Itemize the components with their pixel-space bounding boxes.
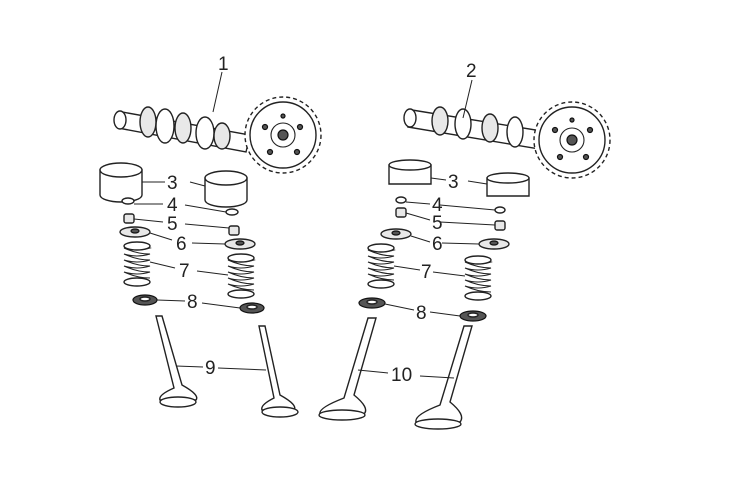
callout-5-right: 5 [432,213,443,234]
right-keepers [395,207,506,231]
left-retainers [119,226,256,250]
callout-3-right: 3 [448,172,459,193]
left-camshaft [113,96,322,174]
left-tappets [99,162,248,208]
right-camshaft [403,101,611,179]
right-valve-seals [358,297,487,322]
callout-7-right: 7 [421,262,432,283]
callout-6-right: 6 [432,234,443,255]
left-keepers [123,213,240,236]
left-springs [123,241,256,299]
callout-8-right: 8 [416,303,427,324]
right-valves [318,317,473,430]
right-retainers [380,228,510,250]
callout-1: 1 [218,54,229,75]
callout-8-left: 8 [187,292,198,313]
right-springs [367,243,493,301]
callout-4-right: 4 [432,195,443,216]
callout-10: 10 [391,365,412,386]
callout-5-left: 5 [167,214,178,235]
right-tappets [388,159,530,197]
callout-3-left: 3 [167,173,178,194]
callout-7-left: 7 [179,261,190,282]
left-shims [121,197,239,216]
callout-4-left: 4 [167,195,178,216]
left-valves [155,315,299,418]
callout-9: 9 [205,358,216,379]
right-shims [395,196,506,214]
leader-lines [133,71,496,379]
callout-2: 2 [466,61,477,82]
left-valve-seals [132,294,265,314]
callout-6-left: 6 [176,234,187,255]
callout-labels: 1 2 3 3 4 4 5 5 6 6 7 7 8 8 9 10 [167,54,477,386]
